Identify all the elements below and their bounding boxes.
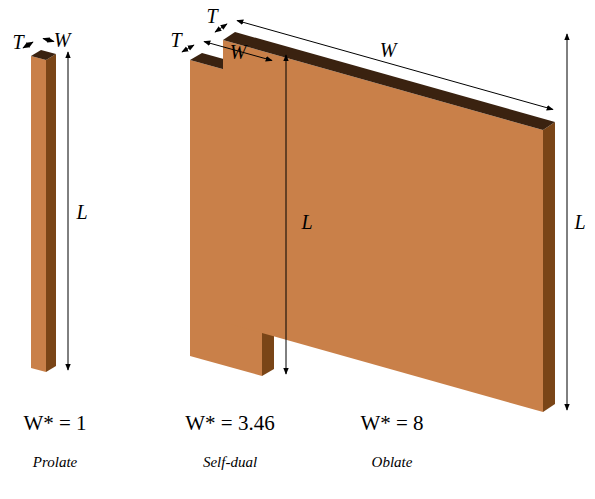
slab-top-face [223,32,555,130]
slab-side-face [543,122,555,412]
aspect-value: W* = 8 [360,413,423,434]
aspect-value: W* = 1 [23,413,86,434]
slab-side-face [46,54,56,372]
width-label: W [54,30,71,50]
thickness-dimension [182,45,194,52]
width-label: W [230,42,247,62]
length-dimension [567,34,568,410]
shape-class: Oblate [372,455,413,470]
length-dimension [286,55,287,374]
thickness-dimension [23,42,33,48]
thickness-label: T [170,30,181,50]
width-dimension [43,39,54,42]
slab-top-face [31,50,56,60]
slab-front-face [223,40,543,412]
width-dimension [237,21,553,110]
shape-class: Prolate [33,455,77,470]
length-label: L [301,212,312,232]
shape-class: Self-dual [203,455,257,470]
width-label: W [380,40,397,60]
slabs [31,32,555,412]
slab-front-face [31,56,46,372]
length-label: L [574,212,585,232]
aspect-value: W* = 3.46 [185,413,274,434]
length-label: L [76,202,87,222]
thickness-label: T [12,32,23,52]
length-dimension [68,52,69,370]
thickness-label: T [206,6,217,26]
